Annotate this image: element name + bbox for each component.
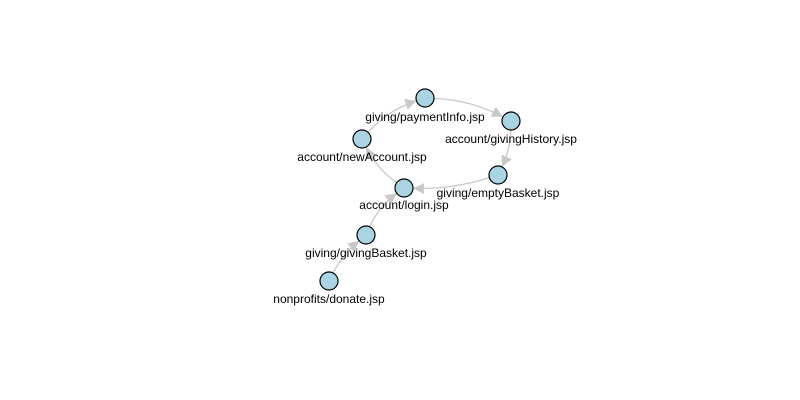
node-label-basket: giving/givingBasket.jsp xyxy=(305,246,427,260)
nodes-layer: nonprofits/donate.jsp giving/givingBasket… xyxy=(273,88,577,306)
node-label-history: account/givingHistory.jsp xyxy=(445,132,577,146)
node-circle-empty[interactable] xyxy=(488,165,508,185)
node-history[interactable]: account/givingHistory.jsp xyxy=(445,111,577,146)
node-label-empty: giving/emptyBasket.jsp xyxy=(437,186,560,200)
arrowhead-paymentInfo-to-history xyxy=(490,106,503,117)
node-circle-login[interactable] xyxy=(394,178,414,198)
node-label-donate: nonprofits/donate.jsp xyxy=(273,292,385,306)
node-circle-basket[interactable] xyxy=(356,225,376,245)
node-circle-history[interactable] xyxy=(501,111,521,131)
node-basket[interactable]: giving/givingBasket.jsp xyxy=(305,225,427,260)
node-circle-newAccount[interactable] xyxy=(352,129,372,149)
arrowhead-history-to-empty xyxy=(501,154,512,167)
node-label-newAccount: account/newAccount.jsp xyxy=(297,150,427,164)
arrowhead-donate-to-basket xyxy=(347,240,360,252)
arrowhead-newAccount-to-paymentInfo xyxy=(404,99,417,110)
node-donate[interactable]: nonprofits/donate.jsp xyxy=(273,271,385,306)
edges-layer xyxy=(332,97,512,274)
node-login[interactable]: account/login.jsp xyxy=(359,178,449,212)
node-empty[interactable]: giving/emptyBasket.jsp xyxy=(437,165,560,200)
node-label-login: account/login.jsp xyxy=(359,198,449,212)
node-circle-paymentInfo[interactable] xyxy=(415,88,435,108)
node-label-paymentInfo: giving/paymentInfo.jsp xyxy=(365,110,485,124)
node-newAccount[interactable]: account/newAccount.jsp xyxy=(297,129,427,164)
arrowhead-basket-to-login xyxy=(384,193,397,205)
arrowhead-empty-to-login xyxy=(413,183,425,195)
arrowhead-login-to-newAccount xyxy=(366,147,376,160)
node-circle-donate[interactable] xyxy=(319,271,339,291)
node-paymentInfo[interactable]: giving/paymentInfo.jsp xyxy=(365,88,485,124)
